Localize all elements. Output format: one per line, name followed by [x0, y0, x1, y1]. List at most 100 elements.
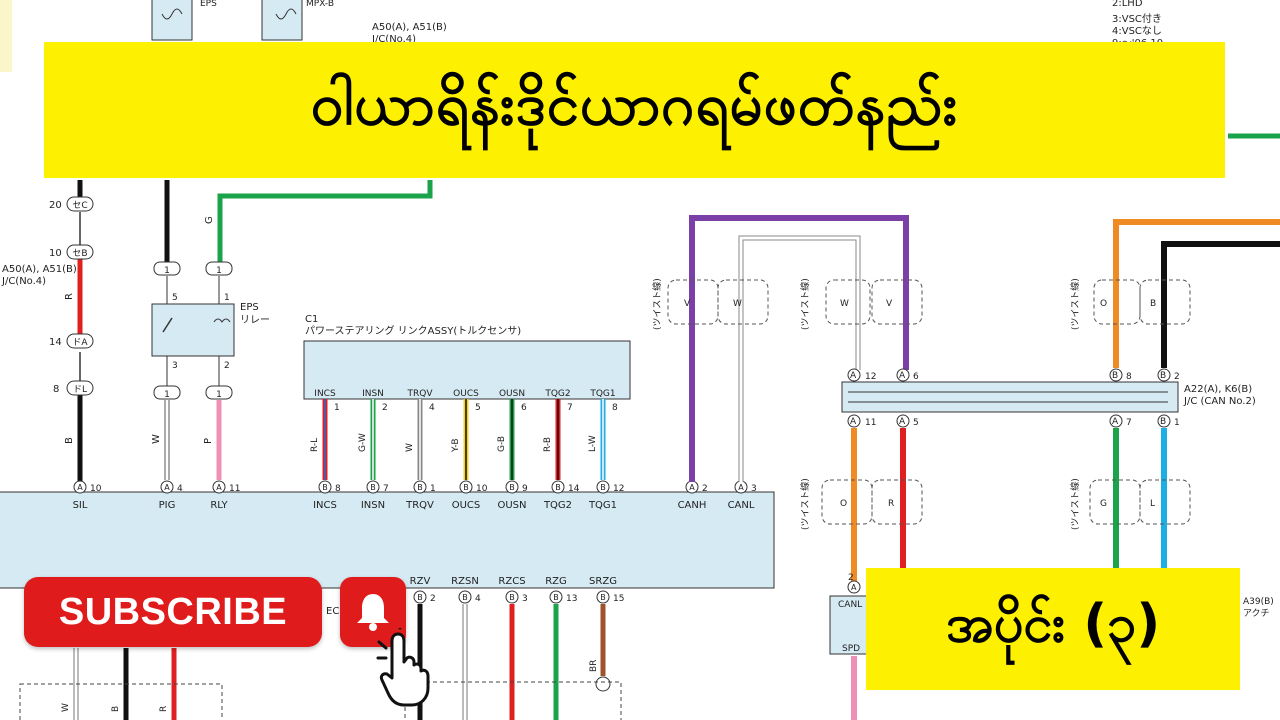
svg-text:A: A [850, 371, 857, 381]
svg-text:R: R [888, 499, 894, 509]
ecu-pin-label: INSN [361, 500, 385, 511]
ecu-pin-marker [318, 480, 332, 494]
svg-text:11: 11 [865, 418, 876, 428]
svg-text:8: 8 [53, 384, 59, 395]
ecu-pin-marker [212, 480, 226, 494]
notification-bell-button[interactable] [340, 577, 406, 647]
ecu-pin-conn: B [417, 483, 423, 492]
svg-text:リレー: リレー [240, 315, 270, 326]
ecu-pin-num: 9 [522, 484, 528, 494]
twist-group-lower-mid: (ツイスト線) O R [799, 478, 923, 530]
svg-text:12: 12 [865, 372, 876, 382]
c1-pin-num: 4 [429, 403, 435, 413]
svg-text:パワーステアリング リンクASSY(トルクセンサ): パワーステアリング リンクASSY(トルクセンサ) [305, 324, 521, 337]
c1-pin-label: TQG1 [589, 389, 615, 399]
svg-text:セC: セC [72, 200, 87, 211]
ecu-pin-conn: B [463, 483, 469, 492]
svg-text:ドL: ドL [73, 385, 87, 395]
c1-torque-sensor: C1 パワーステアリング リンクASSY(トルクセンサ) [303, 314, 631, 400]
ecu-pin-num: 2 [702, 484, 708, 494]
ecu-pin-label: CANL [728, 500, 755, 511]
ecu-bottom-pin-label: RZG [545, 576, 567, 587]
ecu-pin-marker [459, 480, 473, 494]
ecu-pin-num: 14 [568, 484, 580, 494]
fuse-mpxb-box [261, 0, 303, 41]
svg-text:L: L [1150, 499, 1155, 509]
svg-text:O: O [1100, 299, 1107, 309]
a39-label-2: アクチ [1243, 608, 1270, 619]
svg-text:14: 14 [49, 337, 62, 348]
svg-text:V: V [886, 299, 893, 309]
svg-text:B: B [1160, 417, 1166, 427]
twist-group-lower-right: (ツイスト線) G L [1069, 478, 1191, 530]
ecu-pin-label: TQG2 [543, 500, 572, 511]
c1-pin-label: TRQV [407, 389, 434, 399]
c1-pin-num: 1 [334, 403, 340, 413]
bell-icon [357, 594, 389, 631]
ecu-bottom-pin-marker [596, 590, 610, 604]
svg-text:(ツイスト線): (ツイスト線) [799, 278, 811, 330]
ecu-bottom-pin-num: 15 [613, 594, 624, 604]
svg-text:B: B [1112, 371, 1118, 381]
ecu-bottom-pin-conn: B [600, 593, 606, 602]
svg-text:3: 3 [172, 361, 178, 371]
svg-text:1: 1 [216, 390, 222, 400]
title-banner: ဝါယာရိန်းဒိုင်ယာဂရမ်ဖတ်နည်း [44, 42, 1225, 178]
ecu-pin-label: RLY [210, 500, 228, 511]
svg-text:B: B [1160, 371, 1166, 381]
svg-text:5: 5 [172, 293, 178, 303]
ecu-pin-marker [366, 480, 380, 494]
ecu-pin-marker [505, 480, 519, 494]
c1-pin-label: OUCS [453, 389, 479, 399]
c1-wire-label: G-B [497, 436, 507, 452]
svg-text:J/C (CAN No.2): J/C (CAN No.2) [1183, 396, 1256, 407]
ecu-bottom-pin-num: 2 [430, 594, 436, 604]
ecu-pin-label: PIG [159, 500, 176, 511]
ecu-pin-num: 10 [476, 484, 488, 494]
ecu-pin-num: 7 [383, 484, 389, 494]
c1-wire-label: L-W [588, 435, 598, 452]
svg-text:W: W [840, 299, 849, 309]
svg-text:7: 7 [1126, 418, 1132, 428]
svg-text:A: A [851, 583, 857, 592]
c1-pin-label: OUSN [499, 389, 525, 399]
c1-wire-label: R-B [543, 437, 553, 452]
svg-text:1: 1 [224, 293, 230, 303]
ecu-bottom-pin-marker [549, 590, 563, 604]
connector-do-l: ドL 8 [53, 380, 94, 396]
ecu-bottom-pin-conn: B [462, 593, 468, 602]
svg-text:G: G [1100, 499, 1107, 509]
c1-pin-num: 7 [567, 403, 573, 413]
connector-se-c: セC 20 [49, 196, 94, 212]
connector-se-b: セB 10 [49, 244, 94, 260]
svg-text:10: 10 [49, 248, 62, 259]
ecu-bottom-pin-num: 13 [566, 594, 577, 604]
faint-left-strip [0, 0, 12, 72]
ecu-pin-num: 10 [90, 484, 102, 494]
c1-pin-label: TQG2 [544, 389, 570, 399]
subscribe-button[interactable]: SUBSCRIBE [24, 577, 322, 647]
ecu-pin-label: TQG1 [588, 500, 617, 511]
jc-a50-line1: A50(A), A51(B) [372, 22, 447, 33]
ecu-pin-marker [160, 480, 174, 494]
ecu-pin-marker [551, 480, 565, 494]
ecu-bottom-pin-label: RZV [410, 576, 431, 587]
ecu-pin-num: 12 [613, 484, 624, 494]
note-2: 3:VSC付き [1112, 12, 1162, 25]
fuse-eps-box [151, 0, 193, 41]
svg-text:6: 6 [913, 372, 919, 382]
ecu-pin-num: 11 [229, 484, 240, 494]
ecu-pin-conn: A [164, 483, 170, 492]
wire-label-r: R [64, 293, 75, 300]
ecu-pin-num: 4 [177, 484, 183, 494]
a39-label-1: A39(B) [1243, 597, 1274, 607]
jc-can-no2: A22(A), K6(B) J/C (CAN No.2) [841, 381, 1256, 413]
svg-text:C1: C1 [305, 314, 318, 325]
c1-pin-num: 2 [382, 403, 388, 413]
c1-pin-num: 5 [475, 403, 481, 413]
svg-text:2: 2 [1174, 372, 1180, 382]
svg-text:A: A [899, 371, 906, 381]
jc-a50-line2: J/C(No.4) [371, 34, 416, 45]
ecu-pin-marker [413, 480, 427, 494]
